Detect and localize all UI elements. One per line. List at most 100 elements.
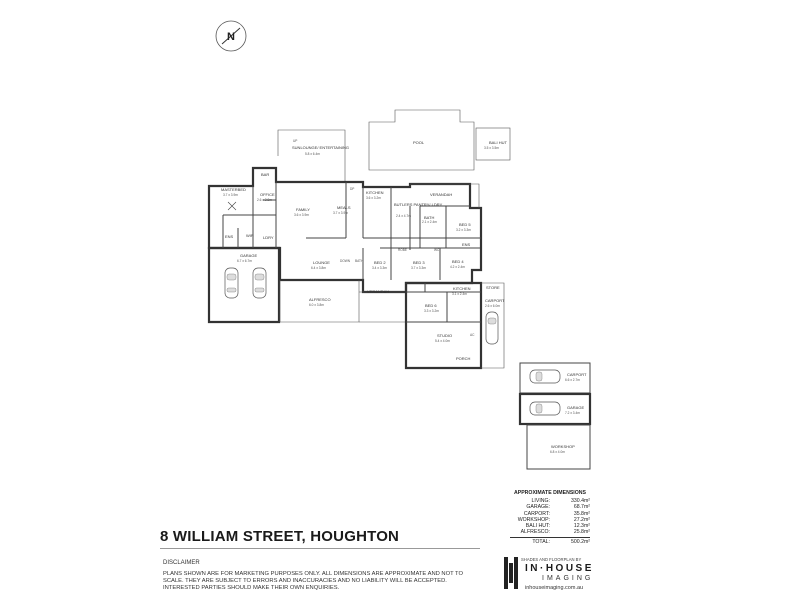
room-bath-dim: 2.1 x 2.4m (422, 220, 437, 224)
room-porch: PORCH (456, 356, 471, 361)
brand-name: IN·HOUSE (525, 563, 594, 574)
room-bed3-dim: 3.7 x 3.3m (411, 266, 426, 270)
dimension-value: 68.7m² (573, 504, 590, 511)
room-alfresco: ALFRESCO (309, 297, 331, 302)
car-icon (252, 267, 267, 299)
room-bath-2: BATH (355, 259, 364, 263)
room-sunlounge-dim: 5.8 x 6.4m (305, 152, 320, 156)
alfresco-outline (279, 280, 360, 323)
dimension-label: GARAGE: (526, 504, 550, 511)
room-bed6: BED 6 (425, 303, 437, 308)
verandah-outline (410, 183, 480, 208)
divider (160, 548, 480, 549)
room-family-dim: 3.6 x 3.9m (294, 213, 309, 217)
room-pool: POOL (413, 140, 425, 145)
dimension-value: 25.8m² (573, 529, 590, 536)
dimension-total-row: TOTAL:500.2m² (510, 536, 590, 545)
brand-sub: IMAGING (542, 575, 594, 582)
room-workshop-dim: 6.8 x 4.0m (550, 450, 565, 454)
room-bed6-dim: 3.3 x 3.2m (424, 309, 439, 313)
room-kitchen: KITCHEN (366, 190, 384, 195)
dimension-row: WORKSHOP: 27.2m² (510, 517, 590, 523)
room-garage-dim: 6.7 x 6.7m (237, 259, 252, 263)
room-meals: MEALS (337, 205, 351, 210)
room-carport: CARPORT (485, 298, 505, 303)
car-icon (224, 267, 239, 299)
room-kitchen-dim: 3.6 x 3.2m (366, 196, 381, 200)
dimensions-heading: APPROXIMATE DIMENSIONS (514, 490, 586, 496)
room-garage-2: GARAGE (567, 405, 584, 410)
compass-letter: N (227, 31, 235, 43)
room-verandah-2: VERANDAH (367, 289, 389, 294)
disclaimer-text: Plans shown are for marketing purposes o… (163, 571, 464, 591)
room-garage: GARAGE (240, 253, 257, 258)
workshop-outline (526, 424, 591, 470)
stair-down-label: DOWN (340, 259, 351, 263)
dimension-value: 12.3m² (573, 523, 590, 530)
room-studio: STUDIO (437, 333, 452, 338)
dimension-value: 27.2m² (573, 516, 590, 523)
room-sunlounge: SUNLOUNGE/ ENTERTAINING (292, 145, 349, 150)
dimension-label: WORKSHOP: (517, 516, 550, 523)
room-bath: BATH (424, 215, 434, 220)
room-verandah: VERANDAH (430, 192, 452, 197)
brand-credit: Shades and floorplan by (521, 557, 582, 562)
dimension-row: BALI HUT: 12.3m² (510, 523, 590, 529)
dimension-row: LIVING:330.4m² (510, 498, 590, 504)
in-house-logo-icon (504, 557, 518, 589)
garage-2-outline (518, 392, 592, 426)
room-studio-dim: 5.4 x 4.0m (435, 339, 450, 343)
dimension-label: BALI HUT: (525, 523, 550, 530)
room-workshop: WORKSHOP (551, 444, 575, 449)
room-bali-hut: BALI HUT (489, 140, 508, 145)
room-alfresco-dim: 6.0 x 3.8m (309, 303, 324, 307)
room-carport-2-dim: 6.6 x 2.7m (565, 378, 580, 382)
room-store: STORE (486, 285, 500, 290)
room-carport-2: CARPORT (567, 372, 587, 377)
property-address: 8 WILLIAM STREET, HOUGHTON (160, 528, 400, 545)
total-label: TOTAL: (532, 538, 550, 545)
room-pantry-dim: 2.4 x 4.7m (396, 214, 411, 218)
room-office-dim: 2.6 x 2.8m (257, 198, 272, 202)
room-masterbed: MASTERBED (221, 187, 246, 192)
dimension-label: ALFRESCO: (520, 529, 550, 536)
room-bar: BAR (261, 172, 269, 177)
room-bed4: BED 4 (452, 259, 464, 264)
room-meals-dim: 3.7 x 3.9m (333, 211, 348, 215)
room-family: FAMILY (296, 207, 310, 212)
interior-walls (222, 182, 481, 323)
room-lounge: LOUNGE (313, 260, 330, 265)
garage-outline (207, 246, 281, 324)
room-carport-dim: 2.6 x 6.0m (485, 304, 500, 308)
room-ens-2: ENS (462, 242, 471, 247)
dimension-value: 35.8m² (573, 510, 590, 517)
room-kitchen-2: KITCHEN (453, 286, 471, 291)
ac-label: AC (470, 333, 475, 337)
dimension-row: CARPORT: 35.8m² (510, 511, 590, 517)
room-bali-hut-dim: 3.5 x 3.5m (484, 146, 499, 150)
pool-outline (368, 109, 475, 171)
dimension-row: GARAGE: 68.7m² (510, 504, 590, 510)
car-icon (529, 369, 561, 384)
room-bed5-dim: 3.2 x 3.3m (456, 228, 471, 232)
room-bed2-dim: 3.4 x 3.3m (372, 266, 387, 270)
brand-url[interactable]: inhouseimaging.com.au (525, 585, 584, 591)
dimension-label: LIVING: (531, 498, 550, 504)
car-icon (485, 311, 499, 345)
north-arrow-icon: N (215, 20, 247, 52)
room-wir: WIR (246, 233, 254, 238)
room-pantry: BUTLERS PANTRY/ LDRY (394, 202, 443, 207)
room-office: OFFICE (260, 192, 275, 197)
dimension-label: CARPORT: (523, 510, 550, 517)
carport-outline (481, 282, 505, 369)
verandah-deck-outline (359, 291, 407, 323)
wc-label: WC (434, 248, 440, 252)
room-bed2: BED 2 (374, 260, 386, 265)
car-icon (529, 401, 561, 416)
room-masterbed-dim: 3.7 x 3.9m (223, 193, 238, 197)
disclaimer-heading: DISCLAIMER (163, 560, 200, 566)
robe-label: ROBE (398, 248, 407, 252)
ceiling-fan-icon (227, 201, 237, 211)
room-bed4-dim: 4.2 x 2.4m (450, 265, 465, 269)
